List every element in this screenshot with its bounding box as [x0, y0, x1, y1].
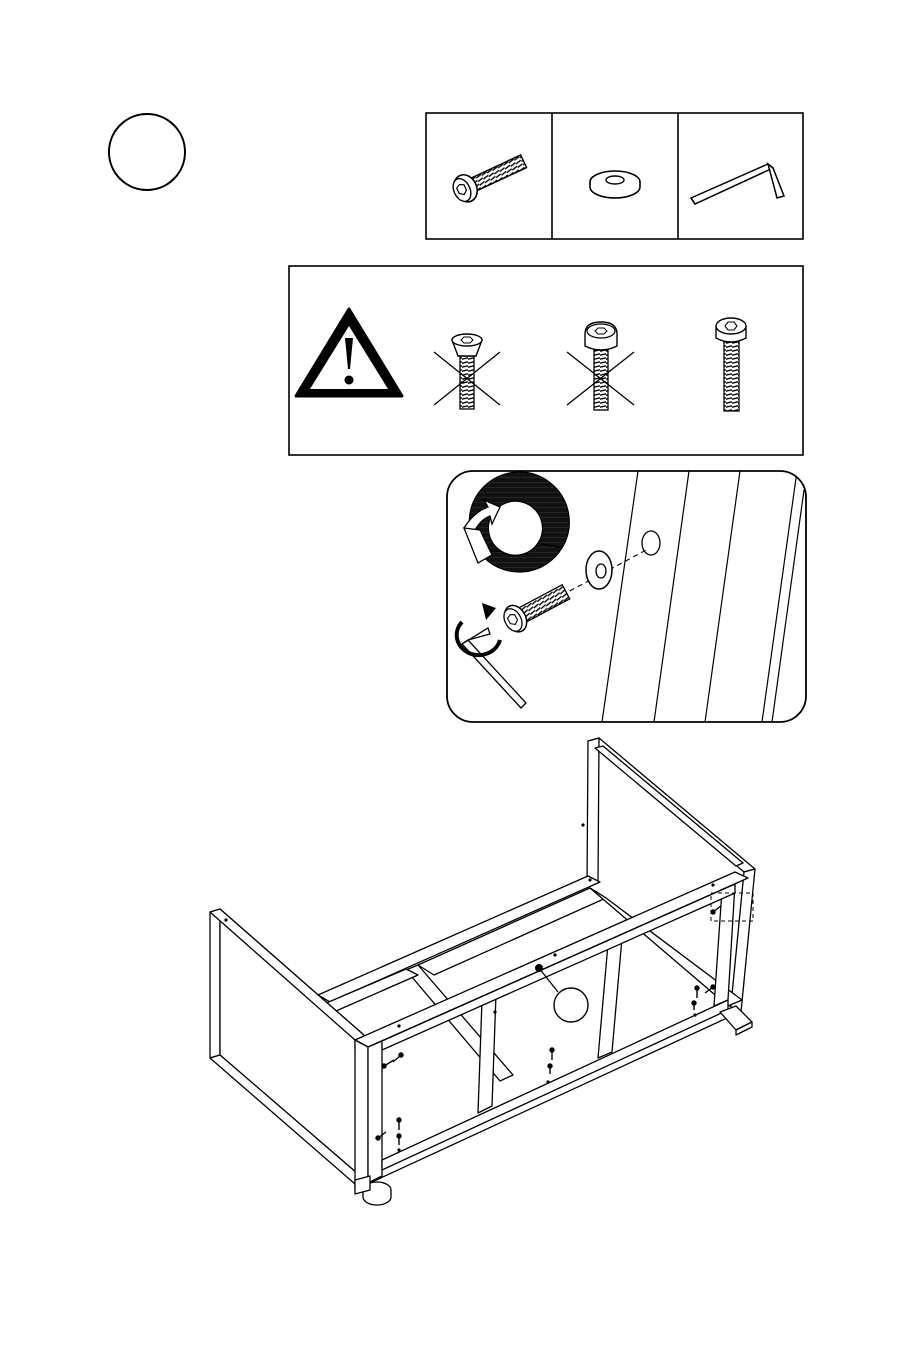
- hardware-panel: [426, 113, 803, 239]
- washer-icon: [586, 551, 612, 589]
- part-callout: [535, 964, 588, 1022]
- detail-panel: [447, 471, 806, 722]
- step-circle: [109, 114, 185, 190]
- cabinet-frame: [210, 738, 755, 1205]
- left-end-panel: [210, 909, 365, 1184]
- hex-bolt-icon: [548, 1064, 552, 1074]
- hex-bolt-icon: [397, 1134, 401, 1145]
- hex-bolt-icon: [382, 1060, 394, 1068]
- foot-right: [720, 1006, 752, 1035]
- mounting-hole: [642, 531, 660, 555]
- hex-bolt-icon: [397, 1118, 401, 1130]
- hex-bolt-icon: [711, 906, 721, 914]
- washer-icon: [590, 171, 640, 198]
- step-badge: [109, 114, 185, 190]
- back-rail: [318, 876, 600, 1002]
- callout-circle: [554, 988, 588, 1022]
- hex-bolt-icon: [393, 1053, 403, 1062]
- warning-panel: [289, 266, 803, 455]
- hex-bolt-icon: [550, 1048, 554, 1060]
- hex-bolt-icon: [692, 1001, 696, 1010]
- hex-bolt-icon: [695, 986, 699, 998]
